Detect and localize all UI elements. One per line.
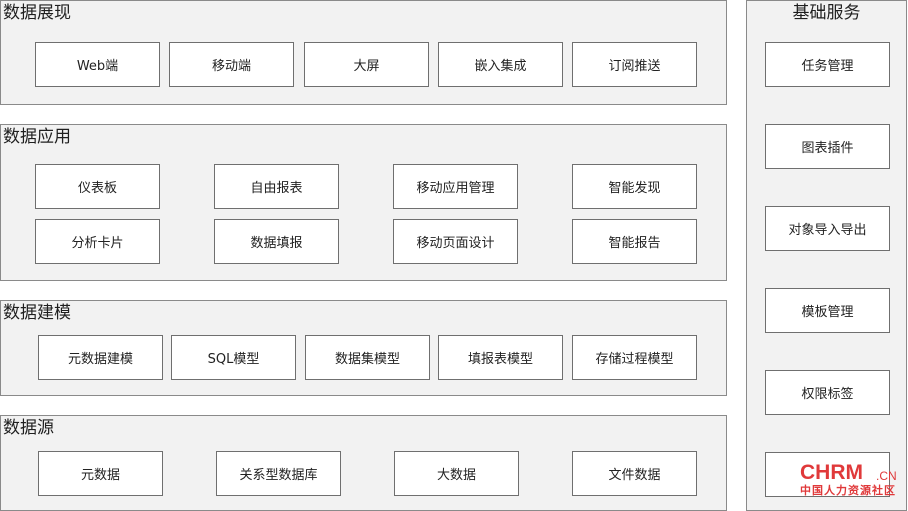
watermark-suffix-text: .CN bbox=[876, 469, 897, 483]
mobile-page-design-box: 移动页面设计 bbox=[393, 219, 518, 264]
smart-discovery-box: 智能发现 bbox=[572, 164, 697, 209]
data-filling-box: 数据填报 bbox=[214, 219, 339, 264]
services-column-title: 基础服务 bbox=[792, 3, 861, 23]
object-import-export-box: 对象导入导出 bbox=[765, 206, 890, 251]
task-management-box: 任务管理 bbox=[765, 42, 890, 87]
source-layer-title: 数据源 bbox=[3, 418, 54, 438]
fill-form-model-box: 填报表模型 bbox=[438, 335, 563, 380]
file-data-box: 文件数据 bbox=[572, 451, 697, 496]
dataset-model-box: 数据集模型 bbox=[305, 335, 430, 380]
smart-report-box: 智能报告 bbox=[572, 219, 697, 264]
stored-procedure-model-box: 存储过程模型 bbox=[572, 335, 697, 380]
application-layer-title: 数据应用 bbox=[3, 127, 71, 147]
metadata-modeling-box: 元数据建模 bbox=[38, 335, 163, 380]
modeling-layer-title: 数据建模 bbox=[3, 303, 71, 323]
mobile-app-management-box: 移动应用管理 bbox=[393, 164, 518, 209]
watermark-main-text: CHRM bbox=[800, 461, 863, 484]
application-layer: 数据应用 仪表板 自由报表 移动应用管理 智能发现 分析卡片 数据填报 移动页面… bbox=[0, 124, 727, 281]
subscription-push-box: 订阅推送 bbox=[572, 42, 697, 87]
analysis-card-box: 分析卡片 bbox=[35, 219, 160, 264]
presentation-layer: 数据展现 Web端 移动端 大屏 嵌入集成 订阅推送 bbox=[0, 0, 727, 105]
mobile-client-box: 移动端 bbox=[169, 42, 294, 87]
permission-tag-box: 权限标签 bbox=[765, 370, 890, 415]
chrm-watermark-logo: CHRM .CN 中国人力资源社区 bbox=[800, 462, 904, 502]
metadata-box: 元数据 bbox=[38, 451, 163, 496]
dashboard-box: 仪表板 bbox=[35, 164, 160, 209]
free-report-box: 自由报表 bbox=[214, 164, 339, 209]
services-column: 基础服务 任务管理 图表插件 对象导入导出 模板管理 权限标签 bbox=[746, 0, 907, 511]
template-management-box: 模板管理 bbox=[765, 288, 890, 333]
relational-database-box: 关系型数据库 bbox=[216, 451, 341, 496]
presentation-layer-title: 数据展现 bbox=[3, 3, 71, 23]
source-layer: 数据源 元数据 关系型数据库 大数据 文件数据 bbox=[0, 415, 727, 511]
embedded-integration-box: 嵌入集成 bbox=[438, 42, 563, 87]
obscured-service-box bbox=[765, 452, 890, 497]
watermark-sub-text: 中国人力资源社区 bbox=[800, 484, 896, 497]
big-data-box: 大数据 bbox=[394, 451, 519, 496]
chart-plugin-box: 图表插件 bbox=[765, 124, 890, 169]
sql-model-box: SQL模型 bbox=[171, 335, 296, 380]
big-screen-box: 大屏 bbox=[304, 42, 429, 87]
web-client-box: Web端 bbox=[35, 42, 160, 87]
modeling-layer: 数据建模 元数据建模 SQL模型 数据集模型 填报表模型 存储过程模型 bbox=[0, 300, 727, 396]
